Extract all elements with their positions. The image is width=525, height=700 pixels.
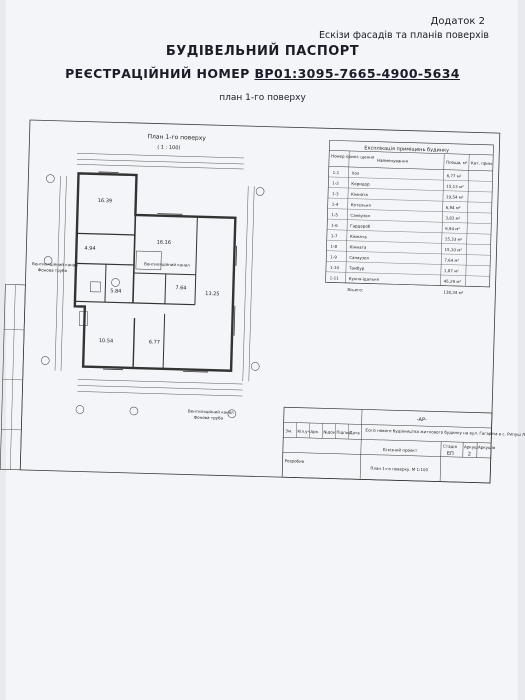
room-area-label: 10.54 bbox=[99, 338, 113, 344]
row-name: Санвузол bbox=[349, 255, 369, 261]
developer-label: Розробив bbox=[285, 458, 305, 464]
vent-label: Фонова труба bbox=[38, 267, 68, 273]
row-number: 1-6 bbox=[331, 223, 338, 228]
tb-col-header: Підпис bbox=[336, 430, 350, 435]
table-row-line bbox=[326, 250, 491, 256]
sheets-header: Аркушів bbox=[478, 445, 496, 450]
sheet-title: План 1-го поверху. М 1:100 bbox=[370, 466, 428, 473]
table-row-line bbox=[327, 208, 492, 214]
table-row-line bbox=[327, 229, 491, 235]
floor-plan-caption: план 1-го поверху bbox=[219, 93, 306, 103]
row-area: 3,83 м² bbox=[445, 215, 460, 220]
titleblock-project: Ескіз нового будівництва житлового будин… bbox=[365, 427, 525, 438]
sheet-value: 2 bbox=[468, 451, 471, 457]
row-area: 15,33 м² bbox=[445, 236, 463, 241]
document-subtitle: Ескізи фасадів та планів поверхів bbox=[319, 30, 489, 41]
row-area: 15,13 м² bbox=[446, 184, 464, 189]
room-area-label: 6.77 bbox=[149, 339, 160, 345]
table-row-line bbox=[328, 187, 493, 193]
table-row-line bbox=[326, 240, 491, 245]
registration-line: РЕЄСТРАЦІЙНИЙ НОМЕР ВР01:3095-7665-4900-… bbox=[0, 66, 525, 81]
vent-label: Вентиляційний канал bbox=[188, 409, 234, 415]
table-row-line bbox=[327, 218, 492, 224]
total-value: 138,34 м² bbox=[443, 290, 463, 296]
table-row-line bbox=[326, 261, 491, 266]
floor-plan bbox=[41, 153, 265, 419]
col-area-header: Площа, м² bbox=[446, 160, 468, 166]
row-name: Коридор bbox=[351, 181, 370, 187]
col-num-header: Номер примі- щення bbox=[331, 153, 375, 159]
row-name: Кімната bbox=[351, 192, 368, 197]
row-name: Гардероб bbox=[350, 223, 371, 229]
vent-label: Вентиляційний канал bbox=[144, 261, 190, 267]
col-name-header: Найменування bbox=[377, 158, 409, 164]
row-area: 7,64 м² bbox=[444, 258, 459, 263]
explication-table: Експлікація приміщень будинку Номер прим… bbox=[325, 140, 494, 296]
tb-col-header: Зм. bbox=[285, 428, 292, 433]
table-row-line bbox=[328, 176, 493, 182]
tb-col-header: №док bbox=[323, 429, 336, 434]
explication-title: Експлікація приміщень будинку bbox=[364, 145, 449, 153]
registration-prefix: РЕЄСТРАЦІЙНИЙ НОМЕР bbox=[65, 66, 255, 81]
row-area: 19,54 м² bbox=[446, 194, 464, 199]
row-number: 1-2 bbox=[332, 181, 339, 186]
room-area-label: 16.39 bbox=[98, 198, 112, 204]
row-number: 1-9 bbox=[330, 254, 337, 259]
title-block bbox=[281, 406, 493, 484]
total-label: Всього: bbox=[347, 287, 363, 292]
table-row-line bbox=[325, 271, 490, 277]
tb-col-header: Арк. bbox=[310, 429, 319, 434]
row-name: Кімната bbox=[350, 244, 367, 249]
col-cat-header: Кат. прим. bbox=[471, 160, 493, 166]
row-number: 1-11 bbox=[330, 275, 340, 280]
room-area-label: 7.64 bbox=[175, 285, 186, 291]
row-area: 45,29 м² bbox=[444, 279, 462, 284]
row-number: 1-4 bbox=[332, 202, 339, 207]
vent-label: Фонова труба bbox=[194, 415, 224, 421]
row-number: 1-8 bbox=[331, 244, 338, 249]
addendum-label: Додаток 2 bbox=[430, 16, 486, 27]
row-area: 6,94 м² bbox=[445, 226, 460, 231]
stage-header: Стадія bbox=[443, 444, 458, 449]
document-sheet bbox=[6, 0, 518, 700]
room-area-label: 16.16 bbox=[157, 240, 171, 246]
table-row-line bbox=[327, 197, 492, 203]
tb-col-header: Дата bbox=[349, 430, 360, 435]
row-number: 1-7 bbox=[331, 233, 338, 238]
row-area: 1,87 м² bbox=[444, 268, 459, 273]
row-name: Кімната bbox=[350, 234, 367, 239]
stage-value: ЕП bbox=[447, 451, 454, 457]
registration-number: ВР01:3095-7665-4900-5634 bbox=[254, 66, 460, 81]
row-area: 6,77 м² bbox=[447, 173, 462, 178]
room-area-label: 4.94 bbox=[84, 246, 95, 252]
row-area: 6,94 м² bbox=[446, 205, 461, 210]
titleblock-code: -АР- bbox=[417, 417, 427, 423]
plan-title: План 1-го поверху bbox=[147, 133, 206, 142]
row-name: Хол bbox=[352, 171, 360, 176]
row-name: Кухня-їдальня bbox=[349, 276, 380, 282]
row-number: 1-10 bbox=[330, 265, 340, 270]
vent-label: Вентиляційний канал bbox=[32, 261, 78, 267]
sheet-header: Аркуш bbox=[464, 444, 478, 449]
room-area-label: 13.25 bbox=[205, 291, 219, 297]
row-area: 15,10 м² bbox=[444, 247, 462, 252]
row-number: 1-1 bbox=[333, 170, 340, 175]
row-name: Котельня bbox=[351, 202, 372, 208]
row-name: Тамбур bbox=[348, 265, 365, 270]
row-name: Санвузол bbox=[350, 213, 370, 219]
document-title: БУДІВЕЛЬНИЙ ПАСПОРТ bbox=[165, 44, 360, 59]
room-area-label: 5.84 bbox=[110, 288, 121, 294]
tb-col-header: Кіл.уч bbox=[297, 429, 310, 434]
stage-label: Ескізний проект bbox=[383, 447, 418, 453]
row-number: 1-3 bbox=[332, 191, 339, 196]
table-row-line bbox=[325, 282, 490, 288]
plan-scale: ( 1 : 100) bbox=[157, 145, 180, 152]
row-number: 1-5 bbox=[331, 212, 338, 217]
